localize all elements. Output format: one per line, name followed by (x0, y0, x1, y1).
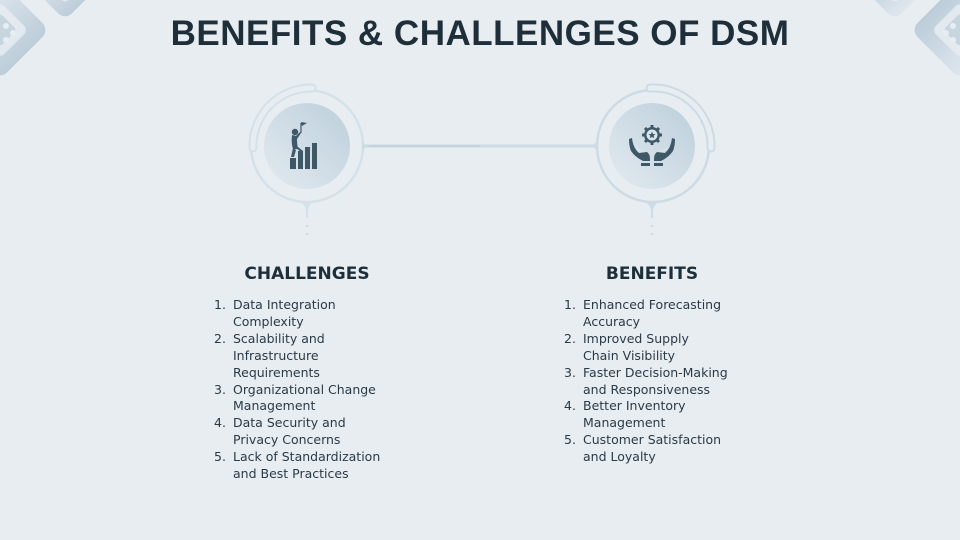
corner-decoration-top-left (0, 0, 97, 76)
connector-diagram (248, 83, 716, 236)
slide-title: BENEFITS & CHALLENGES OF DSM (170, 14, 790, 53)
hands-holding-gear-star-icon (629, 125, 675, 166)
corner-decoration-top-right (863, 0, 960, 76)
person-climbing-bar-chart-icon (290, 122, 317, 169)
benefits-heading: BENEFITS (605, 264, 699, 284)
challenges-heading: CHALLENGES (244, 264, 370, 284)
